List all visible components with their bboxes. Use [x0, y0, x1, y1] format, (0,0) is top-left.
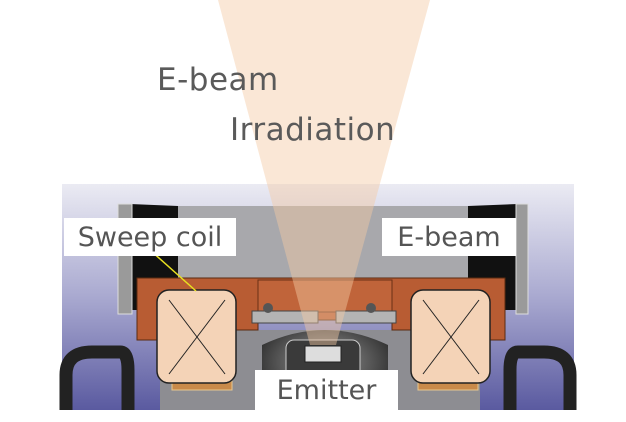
title-line-1: E-beam: [157, 62, 279, 98]
left-plate: [251, 310, 319, 324]
bolt: [263, 303, 273, 313]
title-line-2: Irradiation: [230, 112, 396, 148]
emitter-filament: [304, 345, 342, 363]
right-coil: [410, 289, 491, 384]
right-shield-edge: [515, 203, 529, 315]
left-pipe: [59, 345, 135, 410]
right-pipe: [503, 345, 577, 410]
sweep-coil-leader-line: [149, 249, 197, 292]
sweep-coil-label: Sweep coil: [64, 218, 236, 256]
emitter-label: Emitter: [255, 370, 398, 410]
bolt: [366, 303, 376, 313]
ebeam-label: E-beam: [382, 218, 516, 256]
left-coil: [156, 289, 237, 384]
electron-beam: [218, 0, 430, 345]
right-plate: [335, 310, 397, 324]
